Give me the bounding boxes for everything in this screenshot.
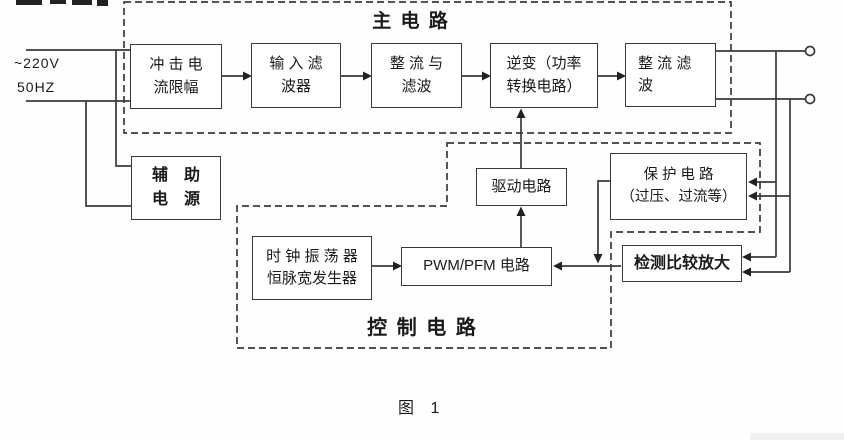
aux-power-feed-line-2 (85, 101, 132, 207)
control-circuit-dashed-border (236, 142, 761, 349)
block-pwm-pfm-circuit: PWM/PFM 电路 (401, 247, 552, 286)
arrowhead-left-icon (748, 177, 757, 187)
block-label: 波 (638, 77, 654, 94)
output-terminal-bottom (804, 93, 816, 105)
block-label: 逆变（功率 (506, 55, 582, 72)
input-frequency-label: 50HZ (17, 79, 56, 95)
block-label: 检测比较放大 (633, 254, 730, 272)
arrowhead-right-icon (393, 261, 402, 271)
block-label: 滤波 (401, 77, 432, 95)
block-label: 输 入 滤 (269, 55, 323, 72)
block-auxiliary-power: 辅 助 电 源 (131, 156, 221, 220)
bottom-right-scan-artifact (750, 433, 844, 440)
arrowhead-right-icon (617, 71, 626, 81)
main-circuit-title: 主 电 路 (372, 11, 450, 32)
figure-caption: 图 1 (398, 400, 446, 417)
block-detect-compare-amplifier: 检测比较放大 (622, 245, 742, 282)
block-label: 保 护 电 路 (643, 166, 714, 183)
block-output-rectify-filter: 整 流 滤 波 (625, 43, 716, 107)
block-label: 流限幅 (153, 78, 199, 96)
arrowhead-left-icon (748, 191, 757, 201)
block-label: 冲 击 电 (149, 56, 203, 73)
block-label: 波器 (280, 77, 311, 95)
block-label: 驱动电路 (491, 177, 552, 195)
input-voltage-label: ~220V (14, 55, 60, 71)
arrowhead-right-icon (243, 71, 252, 81)
block-label: PWM/PFM 电路 (423, 257, 530, 275)
top-edge-artifact (97, 0, 108, 6)
block-protection-circuit: 保 护 电 路 （过压、过流等） (610, 153, 747, 220)
top-edge-artifact (72, 0, 92, 5)
top-edge-artifact (50, 0, 66, 4)
block-surge-current-limiter: 冲 击 电 流限幅 (130, 44, 222, 109)
arrowhead-left-icon (553, 261, 562, 271)
aux-power-feed-line-1 (115, 50, 132, 167)
arrowhead-down-icon (593, 254, 603, 264)
block-label: 时 钟 振 荡 器 (266, 247, 358, 265)
block-clock-oscillator: 时 钟 振 荡 器 恒脉宽发生器 (252, 236, 372, 300)
block-label: 辅 助 (151, 167, 200, 184)
main-circuit-dashed-border (123, 1, 732, 134)
control-circuit-title: 控 制 电 路 (367, 317, 478, 339)
block-rectify-and-filter: 整 流 与 滤波 (371, 43, 462, 108)
arrowhead-up-icon (516, 108, 526, 118)
block-label: （过压、过流等） (620, 188, 737, 205)
block-input-filter: 输 入 滤 波器 (251, 43, 341, 108)
block-inverter-power-conversion: 逆变（功率 转换电路） (490, 43, 598, 108)
block-label: 转换电路） (506, 77, 582, 95)
top-edge-artifact (16, 0, 42, 5)
arrowhead-right-icon (482, 71, 491, 81)
block-label: 整 流 与 (389, 55, 444, 72)
block-label: 电 源 (151, 191, 200, 208)
connector-protection-to-pwmline (597, 180, 611, 254)
block-label: 整 流 滤 (638, 54, 692, 72)
block-drive-circuit: 驱动电路 (476, 168, 567, 206)
arrowhead-up-icon (516, 206, 526, 216)
block-label: 恒脉宽发生器 (266, 270, 357, 287)
arrowhead-right-icon (363, 71, 372, 81)
arrowhead-left-icon (742, 267, 751, 277)
output-terminal-top (804, 45, 816, 57)
arrowhead-left-icon (742, 252, 751, 262)
